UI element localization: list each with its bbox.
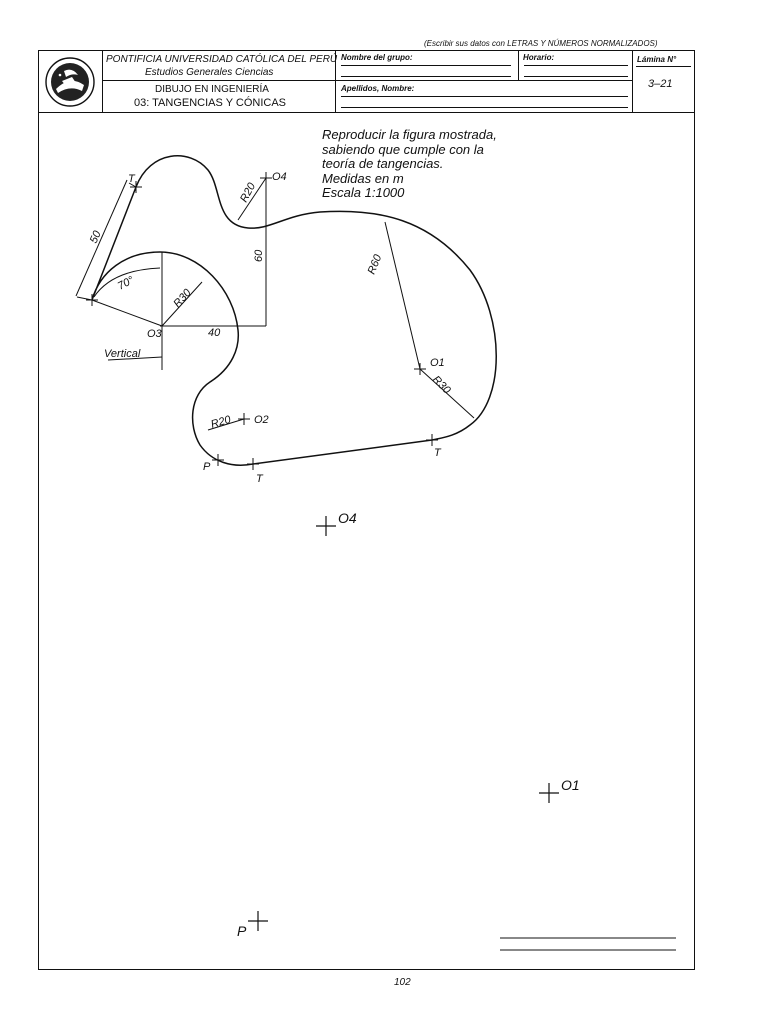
label-dim-50: 50 bbox=[88, 228, 104, 245]
work-o1-label: O1 bbox=[561, 777, 580, 793]
schedule-line-1[interactable] bbox=[524, 65, 628, 66]
university-name: PONTIFICIA UNIVERSIDAD CATÓLICA DEL PERÚ bbox=[106, 54, 338, 65]
label-t-top: T bbox=[128, 173, 136, 185]
label-p: P bbox=[203, 461, 211, 473]
r30-leader bbox=[161, 281, 203, 327]
radius-line-left bbox=[91, 299, 163, 327]
o2-cross bbox=[238, 413, 250, 425]
title-block-divider-sheet bbox=[632, 50, 634, 112]
group-name-line-2[interactable] bbox=[341, 76, 511, 77]
label-vertical: Vertical bbox=[104, 348, 141, 360]
sheet-label: Lámina N° bbox=[637, 55, 677, 64]
t-top-cross bbox=[130, 181, 142, 193]
schedule-label: Horario: bbox=[523, 53, 555, 62]
label-o2: O2 bbox=[254, 414, 269, 426]
work-o1-cross bbox=[539, 783, 559, 803]
label-r60: R60 bbox=[366, 252, 385, 276]
group-name-line-1[interactable] bbox=[341, 65, 511, 66]
o1-cross bbox=[414, 363, 426, 375]
title-block-divider-name bbox=[335, 50, 337, 112]
label-r30-left: R30 bbox=[171, 286, 194, 310]
t-bottom-right-cross bbox=[426, 434, 438, 446]
drawing-frame bbox=[38, 50, 695, 970]
instruction-line: sabiendo que cumple con la bbox=[322, 141, 484, 157]
vertical-leader bbox=[107, 356, 163, 361]
label-dim-60: 60 bbox=[253, 249, 265, 262]
work-o4-label: O4 bbox=[338, 510, 357, 526]
figure-contour bbox=[91, 155, 497, 466]
names-label: Apellidos, Nombre: bbox=[341, 84, 415, 93]
title-block-middle-rule bbox=[102, 80, 632, 81]
t-bottom-left-cross bbox=[247, 458, 259, 470]
title-block-divider-logo bbox=[102, 50, 104, 112]
names-line-1[interactable] bbox=[341, 96, 628, 97]
r30-right-leader bbox=[419, 368, 475, 419]
label-o1: O1 bbox=[430, 357, 445, 369]
instruction-line: Reproducir la figura mostrada, bbox=[322, 127, 497, 142]
group-name-label: Nombre del grupo: bbox=[341, 53, 413, 62]
angle-70-arc bbox=[93, 267, 161, 298]
page-number: 102 bbox=[394, 977, 411, 988]
r60-leader bbox=[384, 221, 421, 370]
instruction-line: teoría de tangencias. bbox=[322, 156, 444, 171]
label-t-bottom-right: T bbox=[434, 447, 442, 459]
topic-title: 03: TANGENCIAS Y CÓNICAS bbox=[134, 97, 287, 109]
o4-cross bbox=[260, 172, 272, 184]
label-r20-top: R20 bbox=[238, 180, 258, 204]
label-r20-bottom: R20 bbox=[210, 414, 234, 431]
tangent-left-cross bbox=[86, 294, 98, 306]
sheet-label-underline bbox=[636, 66, 691, 67]
label-o4: O4 bbox=[272, 171, 287, 183]
title-block-divider-schedule bbox=[518, 50, 519, 80]
p-cross bbox=[212, 454, 224, 466]
label-t-bottom-left: T bbox=[256, 473, 264, 485]
names-line-2[interactable] bbox=[341, 107, 628, 108]
instruction-note: (Escribir sus datos con LETRAS Y NÚMEROS… bbox=[424, 39, 658, 48]
work-o4-cross bbox=[316, 516, 336, 536]
label-dim-40: 40 bbox=[208, 327, 221, 339]
faculty-name: Estudios Generales Ciencias bbox=[145, 67, 274, 78]
dim-50-line bbox=[75, 179, 128, 297]
r20-top-leader bbox=[237, 177, 267, 221]
title-block-bottom-border bbox=[38, 112, 695, 114]
instructions-block: Reproducir la figura mostrada, sabiendo … bbox=[322, 127, 497, 201]
label-r30-right: R30 bbox=[430, 374, 453, 397]
work-p-label: P bbox=[237, 923, 247, 939]
label-o3: O3 bbox=[147, 328, 163, 340]
university-seal-icon bbox=[42, 55, 98, 109]
instruction-line: Medidas en m bbox=[322, 170, 404, 186]
work-p-cross bbox=[248, 911, 268, 931]
sheet-number: 3–21 bbox=[648, 78, 673, 90]
r20-bottom-leader bbox=[207, 418, 245, 431]
course-name: DIBUJO EN INGENIERÍA bbox=[155, 84, 269, 95]
instruction-line: Escala 1:1000 bbox=[322, 185, 405, 200]
schedule-line-2[interactable] bbox=[524, 76, 628, 77]
